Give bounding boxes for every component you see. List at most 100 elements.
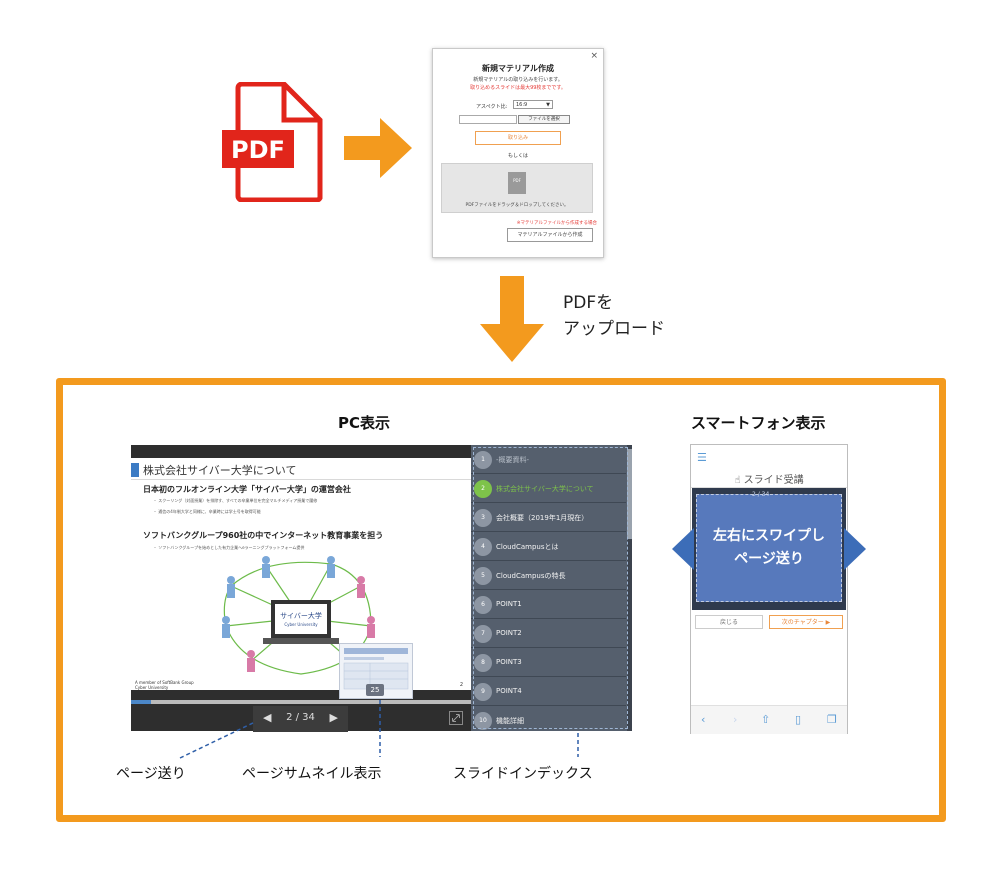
file-input[interactable] (459, 115, 517, 124)
slide-page-number: 2 (459, 682, 463, 688)
aspect-value: 16:9 (516, 102, 528, 108)
index-label: POINT4 (496, 687, 522, 695)
share-icon[interactable]: ⇧ (761, 713, 771, 726)
display-frame (56, 378, 946, 822)
caption-thumbnail: ページサムネイル表示 (242, 766, 382, 782)
phone-page-count: 2 / 34 (752, 491, 770, 498)
swipe-overlay[interactable] (696, 494, 842, 602)
slide-footer-1: A member of SoftBank Group (135, 680, 194, 685)
choose-file-button[interactable]: ファイルを選択 (518, 115, 570, 124)
slide-title-bar (131, 463, 139, 477)
slide-divider (131, 479, 471, 480)
slide-index-outline (473, 447, 628, 729)
swipe-hint-line2: ページ送り (734, 551, 804, 567)
fullscreen-icon[interactable] (449, 711, 463, 725)
slide-bullet-2: ・ 通信の4年制大学と同様に、卒業時には学士号を取得可能 (153, 509, 261, 514)
slide-footer-2: Cyber University (135, 685, 169, 690)
dialog-description: 新規マテリアルの取り込みを行います。 (473, 77, 563, 83)
index-number: 5 (474, 567, 492, 585)
index-item[interactable]: 4 CloudCampusとは (471, 534, 626, 561)
index-number: 7 (474, 625, 492, 643)
close-icon[interactable]: × (590, 51, 598, 61)
index-label: CloudCampusの特長 (496, 572, 566, 580)
progress-bar[interactable] (131, 700, 471, 704)
dropzone-text: PDFファイルをドラッグ＆ドロップしてください。 (465, 203, 569, 208)
page-count: 2 / 34 (286, 712, 315, 723)
index-number: 9 (474, 683, 492, 701)
import-button[interactable]: 取り込み (475, 131, 561, 145)
slide-title: 株式会社サイバー大学について (143, 464, 297, 477)
hamburger-menu-icon[interactable]: ☰ (697, 451, 707, 464)
index-item[interactable]: 7 POINT2 (471, 621, 626, 648)
slide-heading-1: 日本初のフルオンライン大学「サイバー大学」の運営会社 (143, 485, 351, 494)
material-note: ※マテリアルファイルから作成する場合 (516, 221, 597, 226)
arrow-right-icon (344, 118, 412, 178)
slide-footer: A member of SoftBank Group Cyber Univers… (135, 680, 194, 690)
arrow-down-icon (480, 276, 544, 362)
index-scrollbar[interactable] (627, 445, 632, 731)
create-from-material-button[interactable]: マテリアルファイルから作成 (507, 228, 593, 242)
laptop-logo-text: サイバー大学 (280, 611, 322, 620)
slide-view: 株式会社サイバー大学について 日本初のフルオンライン大学「サイバー大学」の運営会… (131, 458, 471, 690)
next-chapter-button[interactable]: 次のチャプター ▶ (769, 615, 843, 629)
index-label: 株式会社サイバー大学について (496, 485, 594, 493)
index-item[interactable]: 10 機能詳細 (471, 708, 626, 731)
slide-bullet-3: ・ ソフトバンクグループを始めとした有力企業へeラーニングプラットフォーム提供 (153, 545, 305, 550)
hand-icon: ☝ (734, 475, 744, 486)
phone-toolbar: ‹ › ⇧ ▯ ❐ (691, 705, 847, 734)
swipe-right-arrow-icon (844, 528, 866, 570)
aspect-select[interactable]: 16:9 ▼ (513, 100, 553, 109)
index-label: CloudCampusとは (496, 543, 559, 551)
pc-display-title: PC表示 (338, 414, 391, 432)
index-number: 10 (474, 712, 492, 730)
index-item[interactable]: 1 -概要資料- (471, 447, 626, 474)
pdf-icon-label: PDF (231, 136, 285, 164)
index-item[interactable]: 5 CloudCampusの特長 (471, 563, 626, 590)
chevron-down-icon: ▼ (546, 102, 550, 108)
phone-header: ☝ スライド受講 (691, 471, 847, 486)
upload-label-line1: PDFを (563, 293, 614, 313)
slide-bullet-1: ・ スクーリング（対面授業）を排除す、すべての卒業単位を完全マルチメディア授業で… (153, 498, 318, 503)
slide-heading-2: ソフトバンクグループ960社の中でインターネット教育事業を担う (143, 531, 384, 540)
index-label: 機能詳細 (496, 717, 524, 725)
index-number: 1 (474, 451, 492, 469)
smartphone-display-title: スマートフォン表示 (691, 414, 826, 432)
phone-header-divider (691, 487, 847, 488)
index-item[interactable]: 9 POINT4 (471, 679, 626, 706)
swipe-hint: 左右にスワイプし ページ送り (696, 525, 842, 571)
index-label: -概要資料- (496, 456, 530, 464)
forward-icon[interactable]: › (733, 713, 738, 726)
aspect-label: アスペクト比: (476, 104, 508, 110)
swipe-left-arrow-icon (672, 528, 694, 570)
page-nav: ◀ 2 / 34 ▶ (253, 706, 348, 732)
progress-fill (131, 700, 152, 704)
dialog-limit-note: 取り込めるスライドは最大99枚までです。 (470, 85, 566, 91)
bookmarks-icon[interactable]: ▯ (795, 713, 802, 726)
next-page-button[interactable]: ▶ (329, 711, 338, 724)
index-number: 6 (474, 596, 492, 614)
upload-label: PDFを アップロード (563, 290, 665, 342)
pdf-document-icon: PDF (508, 172, 526, 194)
pdf-dropzone[interactable]: PDF PDFファイルをドラッグ＆ドロップしてください。 (441, 163, 593, 213)
index-number: 3 (474, 509, 492, 527)
pdf-file-icon: PDF (222, 82, 323, 202)
index-number: 4 (474, 538, 492, 556)
swipe-hint-line1: 左右にスワイプし (713, 528, 825, 544)
phone-header-text: スライド受講 (743, 475, 804, 486)
back-icon[interactable]: ‹ (701, 713, 706, 726)
upload-label-line2: アップロード (563, 319, 665, 339)
index-label: POINT3 (496, 658, 522, 666)
caption-page-turn: ページ送り (116, 766, 186, 782)
network-illustration: サイバー大学 Cyber University (222, 556, 375, 675)
prev-page-button[interactable]: ◀ (263, 711, 272, 724)
index-label: POINT2 (496, 629, 522, 637)
or-text: もしくは (507, 153, 528, 159)
close-button[interactable]: 戻じる (695, 615, 763, 629)
drop-icon-label: PDF (513, 178, 521, 183)
tabs-icon[interactable]: ❐ (827, 713, 837, 726)
